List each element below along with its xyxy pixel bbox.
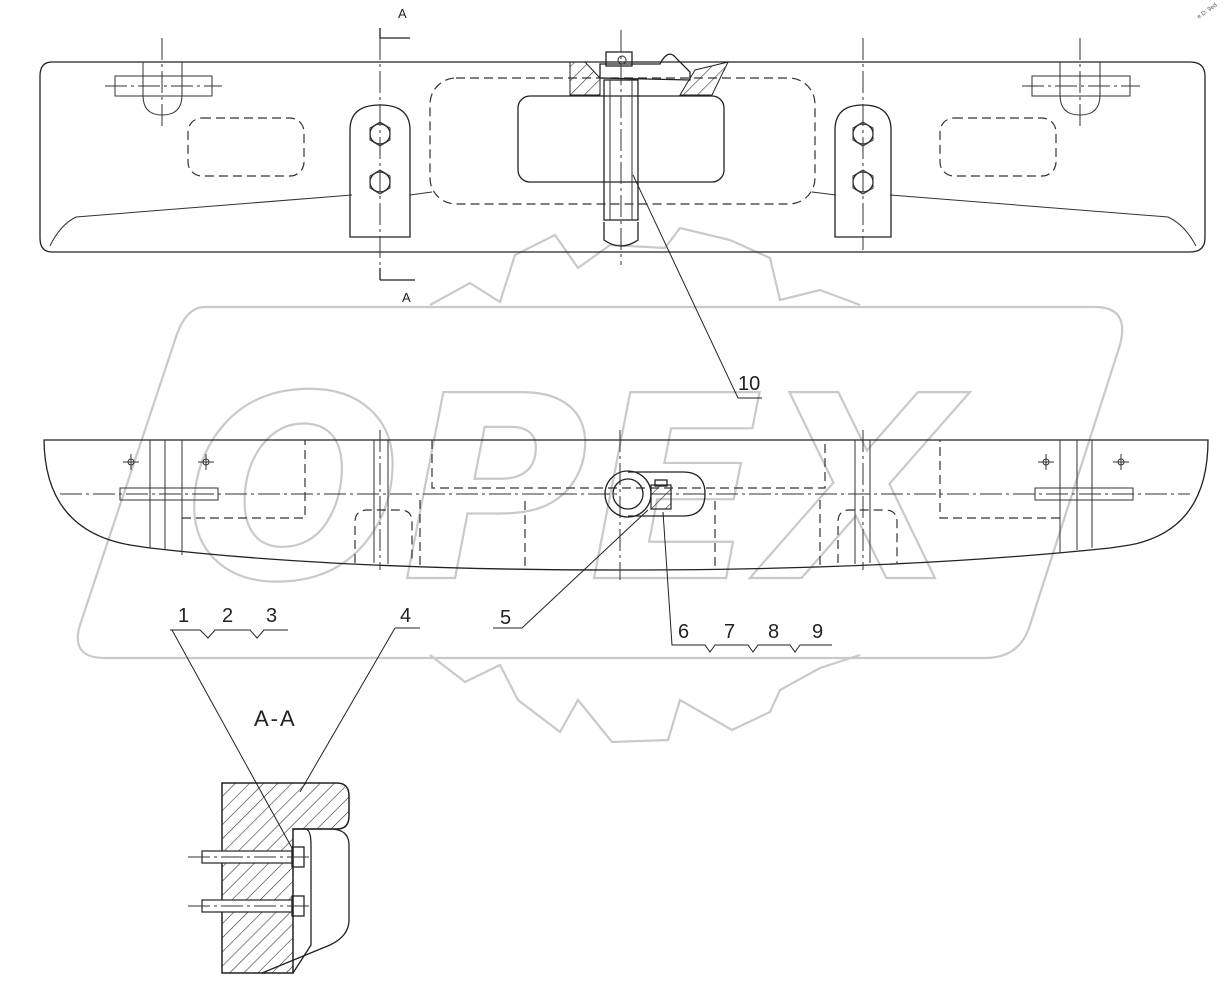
section-marker-top: A <box>398 6 407 21</box>
locking-bolt <box>650 484 672 510</box>
section-bolt-top <box>188 846 312 868</box>
callout-1: 1 <box>178 605 189 627</box>
section-hatched-body <box>221 782 350 974</box>
section-marker-bottom: A <box>402 290 411 305</box>
watermark-text: OPEX <box>185 342 971 639</box>
pin-bracket <box>599 53 691 81</box>
callout-9: 9 <box>812 621 823 643</box>
callout-4: 4 <box>400 605 411 627</box>
callout-8: 8 <box>768 621 779 643</box>
section-view-title: A-A <box>254 706 297 731</box>
pin-head <box>605 51 633 67</box>
watermark-logo: OPEX <box>76 226 1124 744</box>
pocket-right <box>939 117 1057 177</box>
callout-5: 5 <box>500 607 511 629</box>
callout-6: 6 <box>678 621 689 643</box>
front-view-outline <box>43 439 1209 571</box>
center-cavity <box>429 77 816 205</box>
watermark-badge <box>76 305 1124 660</box>
watermark-gear <box>429 226 861 744</box>
hole-markers <box>123 454 1129 470</box>
section-bolt-bottom <box>188 895 312 917</box>
section-profile <box>261 828 350 974</box>
callout-10: 10 <box>738 373 760 395</box>
callout-7: 7 <box>724 621 735 643</box>
top-view: A A <box>39 6 1206 305</box>
top-view-outline <box>39 61 1206 253</box>
section-a-a: A-A <box>188 706 350 974</box>
pin-eye-inner <box>612 478 644 510</box>
pocket-left <box>187 117 305 177</box>
corner-mark: e.D. 9ed <box>1196 3 1218 21</box>
top-view-bottom-taper <box>49 191 1197 247</box>
callouts: 10 5 6 7 8 9 1 2 3 4 <box>170 174 832 849</box>
pin-slot <box>628 471 706 517</box>
callout-3: 3 <box>266 605 277 627</box>
front-view <box>43 430 1209 580</box>
callout-2: 2 <box>222 605 233 627</box>
